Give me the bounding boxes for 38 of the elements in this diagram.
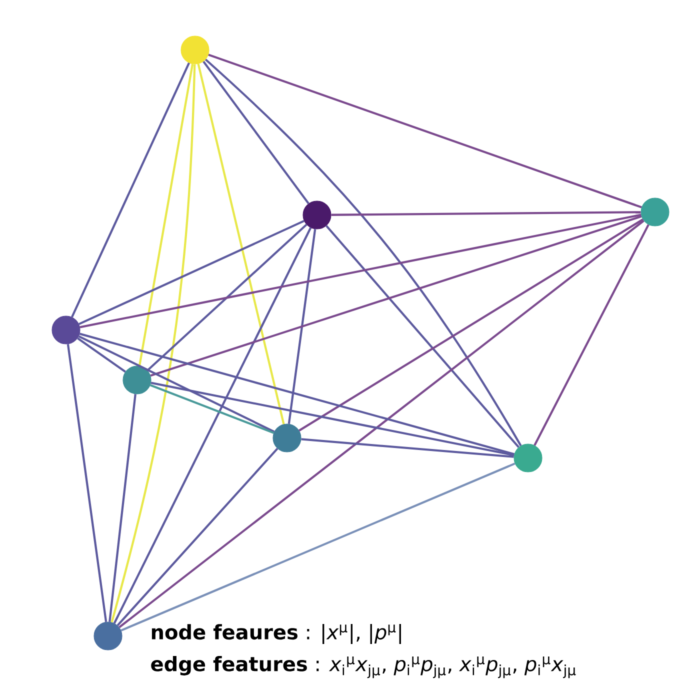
graph-edge xyxy=(150,215,642,377)
graph-edge xyxy=(110,64,196,623)
graph-node xyxy=(302,200,332,230)
graph-node xyxy=(514,444,542,472)
feature-legend-text: edge features : x$_{i}$$^{μ}$x$_{jμ}$, p$_{i}$$^{μ}$p$_{jμ}$, x$_{i}$$^{μ}$p$_{jμ}$, p$_{i}$$^{μ}$x$_{jμ}$ xyxy=(151,656,576,678)
graph-edge xyxy=(208,54,642,208)
feature-legend-text: node feaures : |x$^{μ}$|, |p$^{μ}$| xyxy=(152,624,401,644)
graph-node xyxy=(122,366,152,394)
graph-edge xyxy=(534,224,650,446)
graph-edge xyxy=(66,344,108,622)
graph-edge xyxy=(71,62,190,318)
graph-node xyxy=(272,424,302,452)
graph-edge xyxy=(138,64,194,366)
graph-edge xyxy=(301,438,514,458)
graph-edge xyxy=(108,394,136,622)
graph-edge xyxy=(120,462,516,632)
graph-edge xyxy=(78,220,304,326)
graph-edge xyxy=(79,332,515,456)
graph-edge xyxy=(288,229,316,424)
graph-edge xyxy=(150,382,514,456)
graph-edge xyxy=(80,214,642,328)
graph-edge xyxy=(150,384,274,434)
graph-edge xyxy=(77,337,126,373)
graph-edge xyxy=(298,218,644,432)
graph-edge xyxy=(118,220,644,628)
graph-edge xyxy=(197,64,285,424)
graph-edge xyxy=(202,60,310,204)
graph-edge xyxy=(326,225,520,448)
graph-node xyxy=(180,36,210,64)
graph-edge xyxy=(78,335,275,433)
graph-edge xyxy=(113,227,312,624)
graph-edge xyxy=(116,448,278,626)
graph-edge xyxy=(146,224,308,372)
graph-node xyxy=(640,198,670,226)
graph-edge xyxy=(204,58,522,446)
graph-edge xyxy=(331,211,641,216)
graph-node xyxy=(52,316,80,344)
graph-node xyxy=(94,622,122,650)
